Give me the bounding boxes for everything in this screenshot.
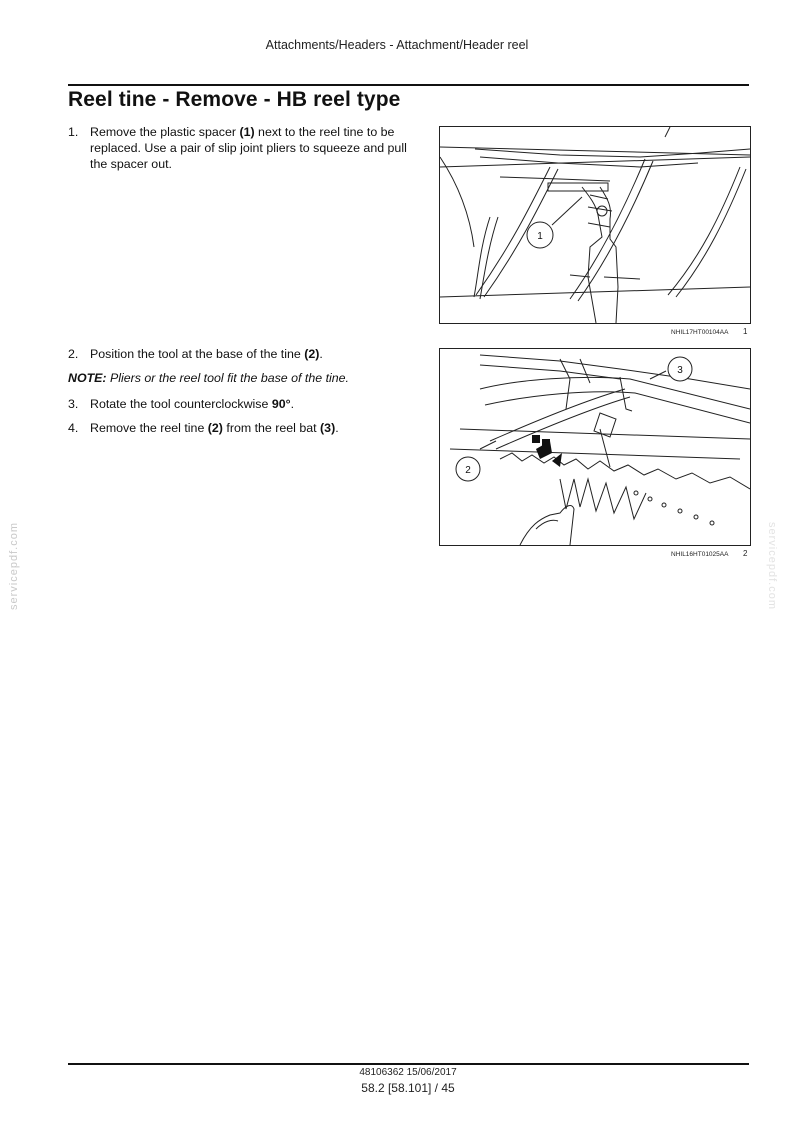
step-number: 1.	[68, 125, 79, 139]
figure-2-code: NHIL16HT01025AA	[671, 551, 729, 558]
footer-page-number: 58.2 [58.101] / 45	[361, 1081, 455, 1095]
step-number: 2.	[68, 347, 79, 361]
step-number: 4.	[68, 421, 79, 435]
figure-1-code: NHIL17HT00104AA	[671, 329, 729, 336]
step-reference: (1)	[239, 125, 255, 139]
figure-1-reel-spacer-illustration: 1	[439, 126, 751, 324]
step-number: 3.	[68, 397, 79, 411]
footer-rule	[68, 1063, 749, 1065]
step-reference: 90°	[271, 397, 291, 411]
step-text-run: .	[290, 397, 295, 411]
figure-2-number: 2	[743, 549, 748, 558]
step-text-run: .	[335, 421, 339, 435]
page-title: Reel tine - Remove - HB reel type	[68, 88, 401, 111]
header-rule	[68, 84, 749, 86]
watermark-left: servicepdf.com	[7, 522, 20, 610]
figure-2-reel-tine-tool-illustration: 2 3	[439, 348, 751, 546]
step-text-run: next to the reel tine to be replaced. Us…	[90, 125, 407, 171]
step-text: Rotate the tool counterclockwise 90°.	[90, 396, 413, 412]
note: NOTE: Pliers or the reel tool fit the ba…	[68, 371, 413, 385]
footer-document-number: 48106362 15/06/2017	[359, 1067, 457, 1078]
step-text-run: .	[319, 347, 323, 361]
running-header: Attachments/Headers - Attachment/Header …	[265, 38, 529, 52]
step-reference: (2)	[304, 347, 320, 361]
step-text: Remove the reel tine (2) from the reel b…	[90, 420, 413, 436]
step-text-run: from the reel bat	[222, 421, 321, 435]
callout-1: 1	[537, 231, 543, 242]
callout-3: 3	[677, 365, 683, 376]
step-text-run: Remove the plastic spacer	[90, 125, 240, 139]
note-label: NOTE:	[68, 371, 107, 385]
step-reference: (3)	[320, 421, 336, 435]
step-reference: (2)	[207, 421, 223, 435]
step-2: 2. Position the tool at the base of the …	[68, 346, 413, 362]
step-text-run: Rotate the tool counterclockwise	[90, 397, 272, 411]
watermark-right: servicepdf.com	[765, 522, 778, 610]
note-text: Pliers or the reel tool fit the base of …	[106, 371, 349, 385]
step-4: 4. Remove the reel tine (2) from the ree…	[68, 420, 413, 436]
figure-1-number: 1	[743, 327, 748, 336]
reel-spacer-drawing: 1	[440, 127, 750, 323]
step-text: Remove the plastic spacer (1) next to th…	[90, 124, 413, 172]
step-1: 1. Remove the plastic spacer (1) next to…	[68, 124, 413, 172]
step-text-run: Remove the reel tine	[90, 421, 208, 435]
callout-2: 2	[465, 465, 471, 476]
step-text: Position the tool at the base of the tin…	[90, 346, 413, 362]
step-text-run: Position the tool at the base of the tin…	[90, 347, 305, 361]
step-3: 3. Rotate the tool counterclockwise 90°.	[68, 396, 413, 412]
reel-tine-tool-drawing: 2 3	[449, 354, 750, 545]
